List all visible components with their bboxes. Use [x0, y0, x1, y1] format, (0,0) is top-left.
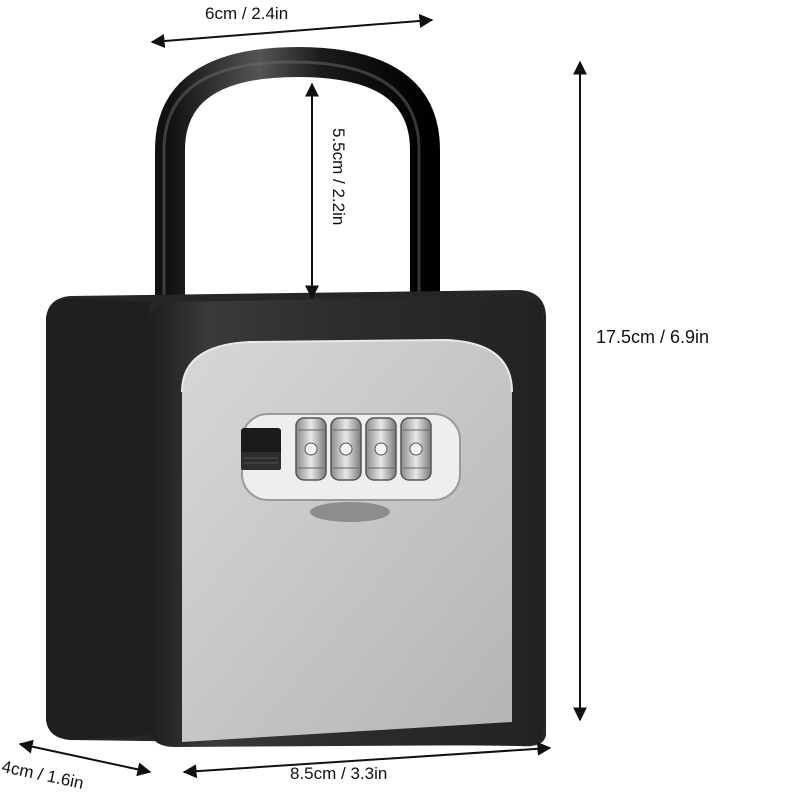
shackle-height-label: 5.5cm / 2.2in	[329, 128, 348, 226]
dimension-arrows	[18, 14, 587, 779]
bottom-width-label: 8.5cm / 3.3in	[290, 764, 388, 783]
dial-1[interactable]	[295, 417, 327, 481]
top-width-arrow	[150, 14, 434, 48]
shackle	[155, 46, 440, 315]
depth-arrow	[18, 739, 152, 777]
face-plate	[181, 338, 513, 742]
dial-3[interactable]	[365, 417, 397, 481]
dial-2[interactable]	[330, 417, 362, 481]
total-height-label: 17.5cm / 6.9in	[596, 327, 710, 347]
bottom-width-arrow	[182, 741, 552, 779]
dial-4[interactable]	[400, 417, 432, 481]
combination-dials[interactable]	[295, 417, 432, 481]
release-button[interactable]	[241, 428, 281, 470]
top-width-label: 6cm / 2.4in	[205, 4, 289, 23]
